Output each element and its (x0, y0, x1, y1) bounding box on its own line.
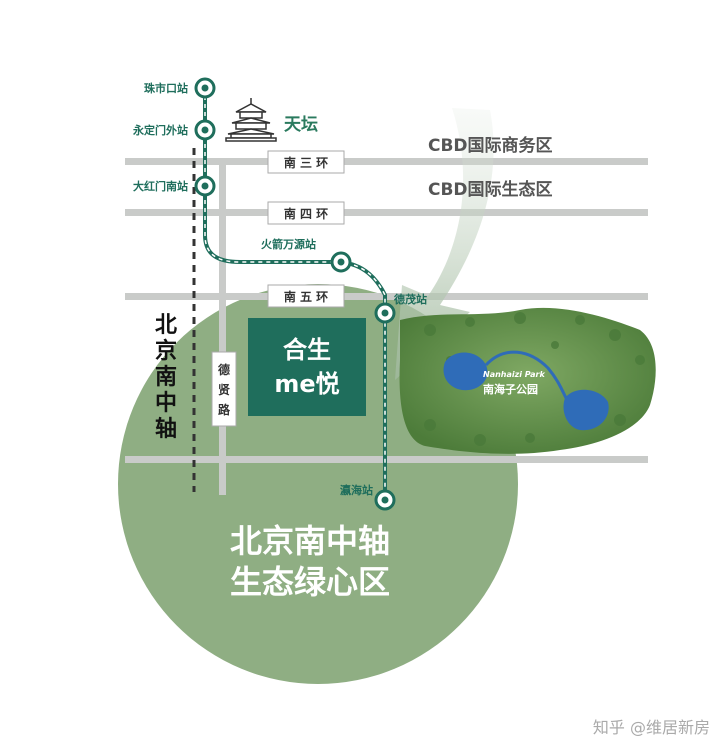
temple-of-heaven-icon (225, 98, 277, 142)
dexian-road-label: 德 贤 路 (211, 351, 237, 427)
station-marker-zhushikou (194, 77, 216, 99)
station-marker-demao (374, 302, 396, 324)
ring-road-label-5: 南 五 环 (267, 284, 345, 308)
station-marker-huojianwanyuan (330, 251, 352, 273)
svg-text:南 五 环: 南 五 环 (284, 289, 328, 304)
station-label-yongdingmenwai: 永定门外站 (132, 123, 188, 137)
svg-text:南 四 环: 南 四 环 (284, 206, 328, 221)
station-label-demao: 德茂站 (393, 292, 427, 306)
svg-text:北: 北 (155, 313, 177, 338)
park-label-en: Nanhaizi Park (483, 370, 546, 379)
station-marker-yongdingmenwai (194, 119, 216, 141)
cbd-arrow (395, 108, 494, 380)
svg-text:南 三 环: 南 三 环 (284, 155, 328, 170)
metro-station-markers (194, 77, 396, 511)
project-box: 合生 me悦 (248, 318, 366, 416)
svg-text:中: 中 (155, 391, 177, 416)
district-label-eco: CBD国际生态区 (428, 179, 553, 200)
svg-text:路: 路 (218, 402, 231, 417)
svg-text:南: 南 (155, 365, 177, 390)
svg-text:贤: 贤 (218, 383, 230, 397)
ring-road-label-3: 南 三 环 (267, 150, 345, 174)
svg-text:德: 德 (218, 362, 230, 377)
station-label-yinghai: 瀛海站 (340, 483, 373, 497)
zone-label-line2: 生态绿心区 (230, 563, 390, 601)
station-label-huojianwanyuan: 火箭万源站 (261, 237, 316, 251)
south-axis-label: 北 京 南 中 轴 (155, 313, 177, 442)
station-marker-yinghai (374, 489, 396, 511)
project-name-line1: 合生 (283, 336, 331, 364)
zone-label-line1: 北京南中轴 (230, 522, 390, 560)
station-label-dahongmen: 大红门南站 (133, 179, 188, 193)
svg-text:京: 京 (155, 338, 177, 364)
svg-text:轴: 轴 (155, 416, 177, 442)
station-marker-dahongmen (194, 175, 216, 197)
nanhaizi-park (399, 307, 656, 454)
ring-road-label-4: 南 四 环 (267, 201, 345, 225)
project-name-line2: me悦 (274, 370, 339, 398)
park-label-cn: 南海子公园 (483, 382, 538, 396)
district-label-business: CBD国际商务区 (428, 135, 553, 156)
landmark-label: 天坛 (284, 115, 318, 135)
station-label-zhushikou: 珠市口站 (144, 81, 188, 95)
watermark: 知乎 @维居新房 (593, 718, 710, 737)
